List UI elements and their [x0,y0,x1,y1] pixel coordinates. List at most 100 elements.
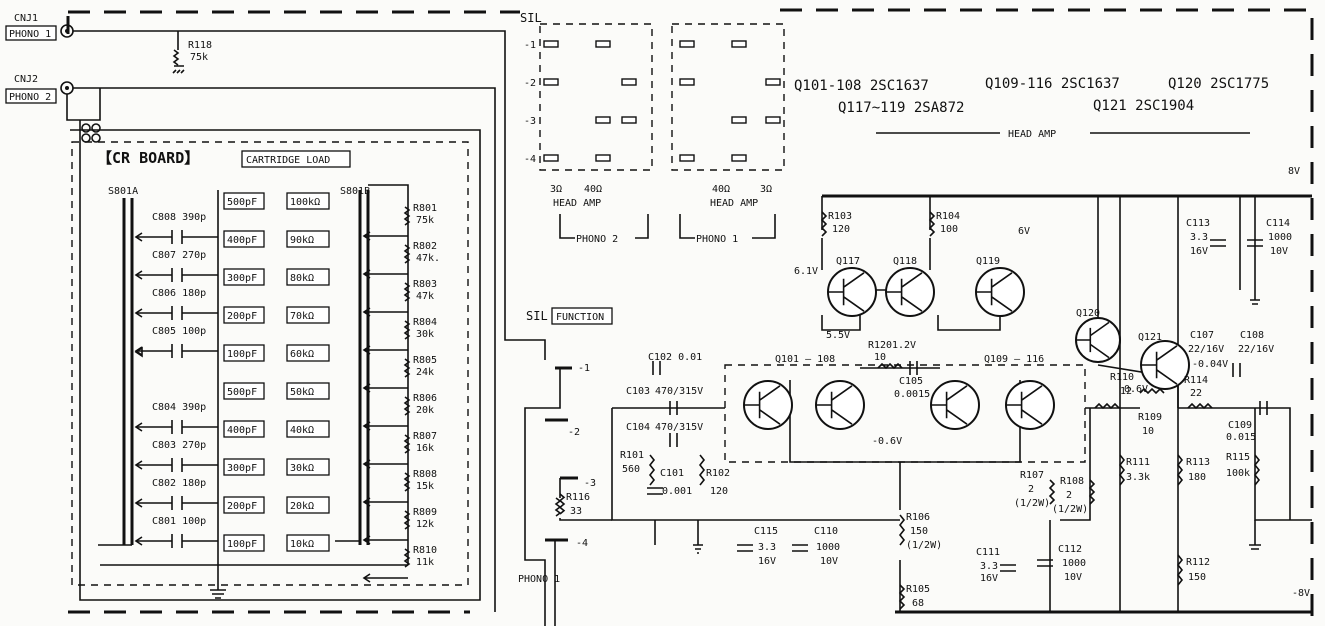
function-phono1: PHONO 1 [518,574,560,585]
phono2-head-ohm: 3Ω [550,184,562,195]
sil-switch-block: SIL -1-2-3-4 3Ω 40Ω 40Ω 3Ω HEAD AMP HEAD… [520,11,785,245]
r103-ref: R103 [828,211,852,222]
cr-resistor [403,472,411,492]
phono2-jack-label: PHONO 2 [9,92,51,103]
res-value-box [286,534,330,552]
q109-116-label: Q109 — 116 [984,354,1044,365]
capacitor [1037,559,1053,567]
head-amp-heading: HEAD AMP [1008,129,1056,140]
cr-resistor [403,358,411,378]
cr-capacitor [136,344,218,358]
switch-tap-arrow [362,269,371,279]
c111-ref: C111 [976,547,1000,558]
note-q121: Q121 2SC1904 [1093,98,1194,114]
sil-contact [679,154,695,162]
c114-value: 1000 [1268,232,1292,243]
cr-cap-arrow [134,346,143,356]
sil-contact [543,154,559,162]
c110-value: 1000 [816,542,840,553]
switch-tap-arrow [362,535,371,545]
cr-capacitor-label: C806 180p [152,288,206,299]
cr-resistor [403,510,411,530]
cap-value-label: 100pF [227,349,257,360]
switch-tap-arrow [362,307,371,317]
connector-cnj2: CNJ2 PHONO 2 [5,74,74,104]
resistor [698,454,706,486]
c115-value: 3.3 [758,542,776,553]
q120-label: Q120 [1076,308,1100,319]
sil-contact [621,78,637,86]
r115-ref: R115 [1226,452,1250,463]
r115-value: 100k [1226,468,1250,479]
rail-pos-label: 8V [1288,166,1300,177]
cr-capacitor [136,458,218,472]
cr-resistor [403,244,411,264]
res-value-box [286,230,330,248]
c109-value: 0.015 [1226,432,1256,443]
r114-value: 22 [1190,388,1202,399]
r113-value: 180 [1188,472,1206,483]
res-value-label: 100kΩ [290,197,320,208]
cr-board: 【CR BOARD】 CARTRIDGE LOAD S801A S801B 50… [71,141,469,599]
r108-watt: (1/2W) [1052,504,1088,515]
resistor [820,211,828,237]
q119-label: Q119 [976,256,1000,267]
r106-ref: R106 [906,512,930,523]
v55-label: 5.5V [826,330,850,341]
sil-label: SIL [520,11,542,25]
switch-tap-arrow [362,383,371,393]
cr-capacitor [136,306,218,320]
cr-resistor-value: 47k [416,291,434,302]
cap-value-label: 400pF [227,425,257,436]
c103-ref: C103 [626,386,650,397]
r108-value: 2 [1066,490,1072,501]
cr-cap-arrow [134,232,143,242]
resistor [1253,454,1261,486]
cap-value-label: 300pF [227,463,257,474]
cr-capacitor-label: C807 270p [152,250,206,261]
cap-value-label: 200pF [227,501,257,512]
r116-ref: R116 [566,492,590,503]
cr-cap-arrow [134,270,143,280]
cr-resistor-value: 47k. [416,253,440,264]
cr-resistor-ref: R805 [413,355,437,366]
note-q101: Q101-108 2SC1637 [794,78,929,94]
capacitor [792,544,808,552]
function-switch: SIL FUNCTION -1 -2 -3 -4 PHONO 1 [518,307,613,626]
r118-ref: R118 [188,40,212,51]
c101-ref: C101 [660,468,684,479]
note-q109: Q109-116 2SC1637 [985,76,1120,92]
c113-ref: C113 [1186,218,1210,229]
c112-ref: C112 [1058,544,1082,555]
connector-cnj1: CNJ1 PHONO 1 [5,13,74,41]
cr-board-title: 【CR BOARD】 [97,149,199,167]
q118-label: Q118 [893,256,917,267]
cr-capacitor [136,534,218,548]
cr-capacitor [136,420,218,434]
cap-value-box [223,420,265,438]
cartridge-load-label: CARTRIDGE LOAD [246,155,330,166]
cnj1-label: CNJ1 [14,13,38,24]
note-q117: Q117~119 2SA872 [838,100,964,116]
cr-resistor-ref: R806 [413,393,437,404]
r118-value: 75k [190,52,208,63]
cap-value-box [223,306,265,324]
cr-capacitor-label: C803 270p [152,440,206,451]
cr-cap-arrow [134,460,143,470]
res-value-box [286,382,330,400]
cr-resistor-ref: R808 [413,469,437,480]
cap-value-box [223,192,265,210]
r106-value: 150 [910,526,928,537]
c115-volt: 16V [758,556,776,567]
r109-ref: R109 [1138,412,1162,423]
res-value-box [286,344,330,362]
sil-contact [679,78,695,86]
c104-ref: C104 [626,422,650,433]
resistor [928,211,936,237]
cr-resistor-value: 12k [416,519,434,530]
r113-ref: R113 [1186,457,1210,468]
c110-volt: 10V [820,556,838,567]
res-value-box [286,192,330,210]
